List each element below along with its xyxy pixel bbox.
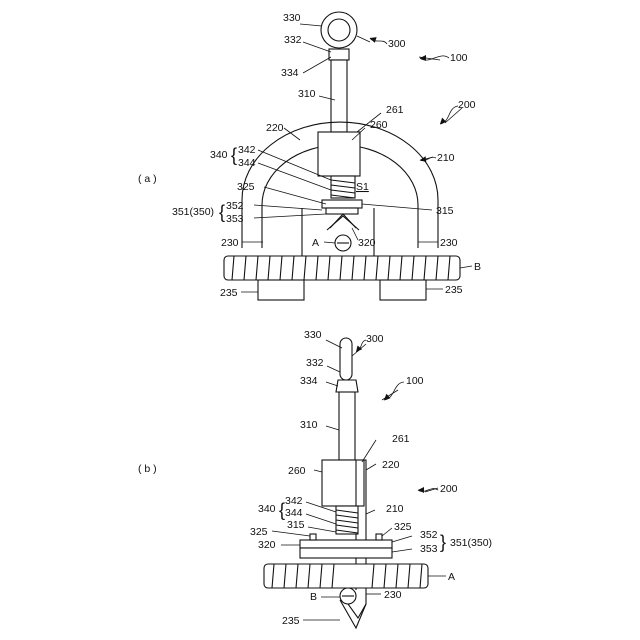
label-320-a: 320 <box>358 237 376 249</box>
label-200-a: 200 <box>458 99 476 111</box>
label-340-a: 340 <box>210 149 228 161</box>
label-353-a: 353 <box>226 213 244 225</box>
label-320-b: 320 <box>258 539 276 551</box>
figure-a: ( a ) 330 332 300 334 100 310 261 200 22… <box>138 12 481 300</box>
label-B-a: B <box>474 261 481 273</box>
label-352-b: 352 <box>420 529 438 541</box>
label-A-b: A <box>448 571 455 583</box>
label-330-a: 330 <box>283 12 301 24</box>
label-332-a: 332 <box>284 34 302 46</box>
pad-b <box>300 534 392 558</box>
label-315-b: 315 <box>287 519 305 531</box>
collar-b <box>336 380 358 392</box>
label-220-a: 220 <box>266 122 284 134</box>
rebar-a <box>224 256 460 280</box>
block-b <box>322 460 364 506</box>
label-230-right-a: 230 <box>440 237 458 249</box>
brace-351-b: } <box>440 532 446 552</box>
label-B-b: B <box>310 591 317 603</box>
label-300-b: 300 <box>366 333 384 345</box>
view-label-b: ( b ) <box>138 463 157 475</box>
label-A-a: A <box>312 237 319 249</box>
label-342-b: 342 <box>285 495 303 507</box>
label-261-a: 261 <box>386 104 404 116</box>
brace-351-a: { <box>219 202 225 222</box>
label-260-a: 260 <box>370 119 388 131</box>
label-325-a: 325 <box>237 181 255 193</box>
squiggle-300-a-head <box>370 37 377 43</box>
label-315-a: 315 <box>436 205 454 217</box>
label-325-right-b: 325 <box>394 521 412 533</box>
label-210-b: 210 <box>386 503 404 515</box>
squiggle-100-b-head <box>384 394 390 400</box>
label-235-right-a: 235 <box>445 284 463 296</box>
squiggle-100-a-head <box>420 55 426 61</box>
label-334-b: 334 <box>300 375 318 387</box>
label-230-b: 230 <box>384 589 402 601</box>
label-330-b: 330 <box>304 329 322 341</box>
screw-a <box>331 176 355 198</box>
rod-a <box>331 60 347 132</box>
label-353-b: 353 <box>420 543 438 555</box>
label-235-b: 235 <box>282 615 300 627</box>
label-340-b: 340 <box>258 503 276 515</box>
label-344-b: 344 <box>285 507 303 519</box>
label-334-a: 334 <box>281 67 299 79</box>
label-200-b: 200 <box>440 483 458 495</box>
rod-b <box>339 392 355 460</box>
eye-ring-b <box>340 338 352 380</box>
squiggle-210-a-head <box>420 156 426 162</box>
label-210-a: 210 <box>437 152 455 164</box>
eye-ring-a <box>321 12 357 48</box>
view-label-a: ( a ) <box>138 173 157 185</box>
label-332-b: 332 <box>306 357 324 369</box>
label-s1-a: S1 <box>356 181 369 193</box>
bolt-a <box>335 235 351 251</box>
label-300-a: 300 <box>388 38 406 50</box>
label-325-left-b: 325 <box>250 526 268 538</box>
label-220-b: 220 <box>382 459 400 471</box>
label-344-a: 344 <box>238 157 256 169</box>
label-260-b: 260 <box>288 465 306 477</box>
collar-a <box>329 49 349 60</box>
label-351-a: 351(350) <box>172 206 214 218</box>
label-261-b: 261 <box>392 433 410 445</box>
label-100-a: 100 <box>450 52 468 64</box>
label-100-b: 100 <box>406 375 424 387</box>
label-235-left-a: 235 <box>220 287 238 299</box>
label-310-b: 310 <box>300 419 318 431</box>
brace-340-a: { <box>231 145 237 165</box>
label-351-b: 351(350) <box>450 537 492 549</box>
pad-a <box>322 200 362 230</box>
label-352-a: 352 <box>226 200 244 212</box>
feet-a <box>258 280 426 300</box>
figure-b: ( b ) 330 300 332 334 100 310 261 260 22… <box>138 329 492 628</box>
label-342-a: 342 <box>238 144 256 156</box>
bolt-b <box>340 588 356 604</box>
squiggle-200-b-head <box>418 487 424 493</box>
label-230-left-a: 230 <box>221 237 239 249</box>
screw-b <box>336 506 358 534</box>
inner-legs-a <box>302 208 374 258</box>
label-310-a: 310 <box>298 88 316 100</box>
rebar-b <box>264 564 428 588</box>
